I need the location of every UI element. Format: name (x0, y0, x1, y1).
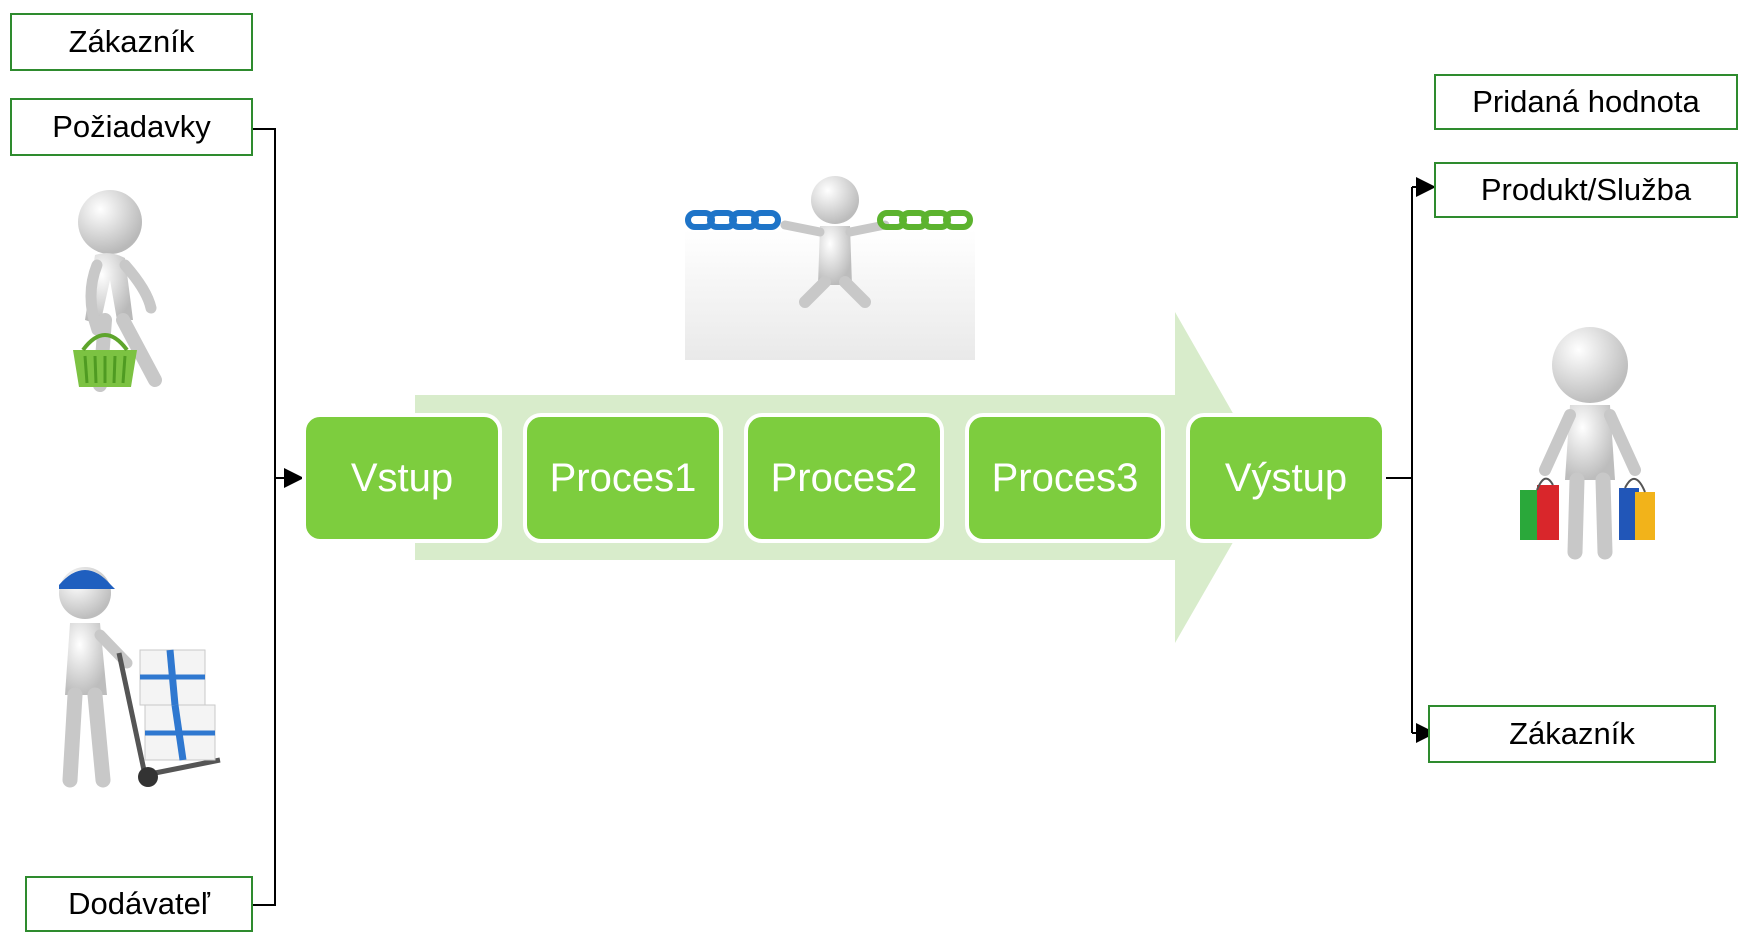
added-value-label: Pridaná hodnota (1434, 74, 1738, 130)
supplier-label: Dodávateľ (25, 876, 253, 932)
customer-label-right: Zákazník (1428, 705, 1716, 763)
step-input: Vstup (302, 413, 502, 543)
step-process-2: Proces2 (744, 413, 944, 543)
courier-figure-icon (59, 567, 221, 788)
step-output: Výstup (1186, 413, 1386, 543)
shopper-figure-icon (73, 190, 162, 392)
shopping-bags-figure-icon (1520, 327, 1655, 560)
requirements-label: Požiadavky (10, 98, 253, 156)
customer-label-left: Zákazník (10, 13, 253, 71)
chain-holder-figure-icon (685, 176, 975, 360)
product-service-label: Produkt/Služba (1434, 162, 1738, 218)
step-process-1: Proces1 (523, 413, 723, 543)
step-process-3: Proces3 (965, 413, 1165, 543)
